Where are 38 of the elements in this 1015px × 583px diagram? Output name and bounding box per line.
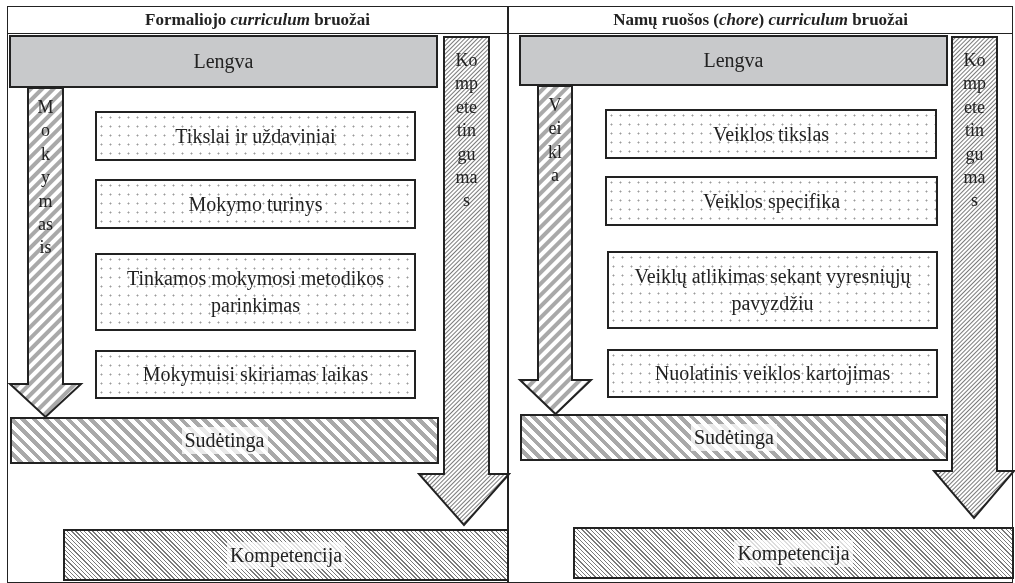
box-text: Veiklos specifika — [701, 188, 842, 215]
box-text: Veiklų atlikimas sekant vyresniųjų pavyzdžiu — [633, 264, 912, 317]
box-text: Mokymo turinys — [187, 191, 324, 218]
feature-box — [607, 349, 938, 398]
feature-box — [607, 251, 938, 329]
arrow-label: Ko mp ete tin gu ma s — [454, 49, 479, 213]
table-column — [508, 6, 1013, 583]
feature-box — [95, 253, 416, 331]
feature-box — [605, 109, 937, 159]
box-text: Tikslai ir uždaviniai — [174, 123, 337, 149]
edge-label: V ei kl a — [547, 94, 563, 188]
box-text: Nuolatinis veiklos kartojimas — [653, 361, 892, 387]
result-box — [573, 527, 1014, 579]
table-column — [7, 6, 508, 583]
box-text: Mokymuisi skiriamas laikas — [141, 362, 370, 388]
feature-box — [95, 111, 416, 161]
level-box — [519, 35, 948, 86]
column-header: Formaliojo curriculum bruožai — [145, 10, 370, 29]
arrow-label: Ko mp ete tin gu ma s — [962, 49, 987, 213]
result-box — [63, 529, 509, 581]
feature-box — [95, 179, 416, 229]
feature-box — [95, 350, 416, 399]
box-text: Kompetencija — [734, 539, 853, 567]
down-arrow — [7, 87, 84, 419]
level-box — [9, 35, 438, 88]
box-text: Kompetencija — [226, 541, 346, 569]
level-box — [10, 417, 439, 464]
box-text: Sudėtinga — [181, 427, 268, 454]
box-text: Sudėtinga — [691, 424, 777, 451]
box-text: Lengva — [192, 49, 255, 75]
box-text: Lengva — [702, 48, 765, 74]
box-text: Tinkamos mokymosi metodikos parinkimas — [125, 266, 386, 319]
feature-box — [605, 176, 938, 226]
box-text: Veiklos tikslas — [711, 121, 831, 147]
edge-label: M o k y m as is — [36, 96, 55, 260]
level-box — [520, 414, 948, 461]
down-arrow — [517, 85, 594, 416]
column-header: Namų ruošos (chore) curriculum bruožai — [613, 10, 908, 29]
